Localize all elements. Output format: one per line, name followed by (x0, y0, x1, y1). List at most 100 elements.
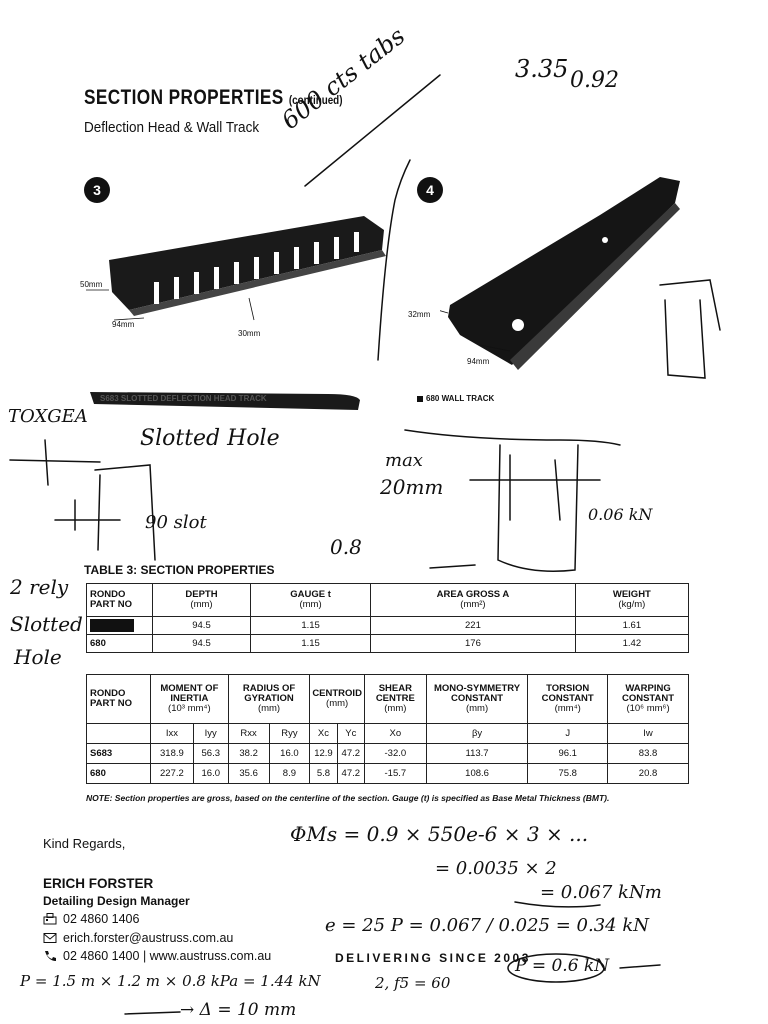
redaction-mark (90, 619, 134, 632)
hw-left-2: Slotted Hole (140, 426, 280, 451)
col-warping: WARPING CONSTANT(10⁶ mm⁶) (607, 674, 689, 724)
dim-94mm-b: 94mm (467, 357, 490, 366)
page-subtitle: Deflection Head & Wall Track (84, 119, 260, 136)
table-row: 680 94.5 1.15 176 1.42 (86, 634, 690, 653)
email-line: erich.forster@austruss.com.au (43, 931, 233, 945)
cell-value: 8.9 (268, 763, 311, 784)
cell-value: 108.6 (425, 763, 529, 784)
section-properties-table: RONDO PART NO DEPTH(mm) GAUGE t(mm) AREA… (86, 583, 690, 653)
cell-value: 47.2 (336, 763, 365, 784)
cell-part: 680 (86, 763, 151, 784)
col-part-no: RONDO PART NO (86, 674, 151, 724)
fax-number: 02 4860 1406 (63, 912, 140, 926)
dim-94mm-a: 94mm (112, 320, 135, 329)
table-header-row: RONDO PART NO DEPTH(mm) GAUGE t(mm) AREA… (86, 583, 690, 617)
table-subheader-row: Ixx Iyy Rxx Ryy Xc Yc Xo βy J Iw (86, 723, 689, 744)
sub-j: J (527, 723, 609, 744)
phone-line: 02 4860 1400 | www.austruss.com.au (43, 949, 271, 963)
col-shear-centre: SHEAR CENTRE(mm) (363, 674, 427, 724)
hw-calc-2: = 0.0035 × 2 (435, 858, 557, 879)
signer-name: ERICH FORSTER (43, 876, 154, 891)
slotted-head-track-image (86, 216, 386, 321)
cell-value: 12.9 (309, 743, 338, 764)
cell-gauge: 1.15 (249, 616, 372, 635)
sub-ixx: Ixx (150, 723, 194, 744)
cell-value: 227.2 (150, 763, 194, 784)
cell-weight: 1.42 (574, 634, 690, 653)
col-moment-inertia: MOMENT OF INERTIA(10³ mm⁴) (150, 674, 229, 724)
cell-value: 47.2 (336, 743, 365, 764)
cell-depth: 94.5 (152, 634, 251, 653)
hw-mid-1: max (385, 450, 423, 471)
greeting: Kind Regards, (43, 836, 126, 851)
col-centroid: CENTROID(mm) (309, 674, 365, 724)
cell-value: 16.0 (192, 763, 229, 784)
hw-calc-1: ΦMs = 0.9 × 550e-6 × 3 × ... (290, 822, 589, 846)
hw-left-4: 2 rely (10, 575, 69, 599)
sub-by: βy (425, 723, 529, 744)
col-radius-gyration: RADIUS OF GYRATION(mm) (227, 674, 311, 724)
cell-part (86, 616, 153, 635)
cell-part: 680 (86, 634, 153, 653)
hw-top-right-1: 3.35 (515, 55, 569, 83)
mail-icon (43, 933, 57, 943)
figure-3-badge: 3 (84, 177, 110, 203)
wall-track-image (440, 177, 680, 370)
sub-ryy: Ryy (268, 723, 311, 744)
sub-xo: Xo (363, 723, 427, 744)
figure-3-caption: S683 SLOTTED DEFLECTION HEAD TRACK (100, 394, 267, 403)
table-3-title: TABLE 3: SECTION PROPERTIES (84, 563, 275, 577)
hw-mid-3: 0.8 (330, 535, 362, 559)
col-mono-symmetry: MONO-SYMMETRY CONSTANT(mm) (425, 674, 529, 724)
title-main: SECTION PROPERTIES (84, 86, 284, 109)
dim-50mm: 50mm (80, 280, 103, 289)
table-row: 94.5 1.15 221 1.61 (86, 616, 690, 635)
cell-value: 83.8 (607, 743, 689, 764)
figure-4-caption: 680 WALL TRACK (417, 394, 494, 403)
cell-area: 176 (370, 634, 576, 653)
fax-line: 02 4860 1406 (43, 912, 139, 926)
table-header-row: RONDO PART NO MOMENT OF INERTIA(10³ mm⁴)… (86, 674, 689, 724)
hw-bottom-3: → Δ = 10 mm (180, 1000, 297, 1020)
table-row: 680 227.2 16.0 35.6 8.9 5.8 47.2 -15.7 1… (86, 763, 689, 784)
cell-value: 20.8 (607, 763, 689, 784)
phone-icon (45, 951, 56, 961)
col-depth: DEPTH(mm) (152, 583, 251, 617)
email-address[interactable]: erich.forster@austruss.com.au (63, 931, 234, 945)
sub-yc: Yc (336, 723, 365, 744)
cell-gauge: 1.15 (249, 634, 372, 653)
hw-top-right-2: 0.92 (570, 68, 619, 93)
cell-value: 5.8 (309, 763, 338, 784)
cell-value: 113.7 (425, 743, 529, 764)
table-row: S683 318.9 56.3 38.2 16.0 12.9 47.2 -32.… (86, 743, 689, 764)
hw-left-3: 90 slot (145, 512, 207, 533)
sub-iyy: Iyy (192, 723, 229, 744)
cell-value: -32.0 (363, 743, 427, 764)
tagline: DELIVERING SINCE 2003 (335, 951, 531, 965)
section-constants-table: RONDO PART NO MOMENT OF INERTIA(10³ mm⁴)… (86, 674, 689, 784)
hw-top-diag: 600 cts tabs (276, 21, 411, 136)
col-gauge: GAUGE t(mm) (249, 583, 372, 617)
hw-bottom-2: 2, f5 = 60 (375, 974, 451, 992)
cell-value: 56.3 (192, 743, 229, 764)
fax-icon (43, 913, 57, 925)
cell-value: -15.7 (363, 763, 427, 784)
hw-mid-4: 0.06 kN (588, 505, 653, 524)
col-torsion: TORSION CONSTANT(mm⁴) (527, 674, 609, 724)
cell-value: 318.9 (150, 743, 194, 764)
cell-value: 16.0 (268, 743, 311, 764)
col-weight: WEIGHT(kg/m) (574, 583, 690, 617)
hw-calc-4: e = 25 P = 0.067 / 0.025 = 0.34 kN (325, 915, 649, 936)
hw-left-6: Hole (14, 645, 62, 669)
sub-iw: Iw (607, 723, 689, 744)
phone-web[interactable]: 02 4860 1400 | www.austruss.com.au (63, 949, 272, 963)
table-note: NOTE: Section properties are gross, base… (86, 793, 610, 803)
hw-left-5: Slotted (10, 612, 83, 636)
cell-weight: 1.61 (574, 616, 690, 635)
hw-mid-2: 20mm (380, 475, 444, 499)
dim-30mm: 30mm (238, 329, 261, 338)
dim-32mm: 32mm (408, 310, 431, 319)
sub-rxx: Rxx (227, 723, 270, 744)
hw-calc-5: P = 0.6 kN (515, 956, 610, 976)
